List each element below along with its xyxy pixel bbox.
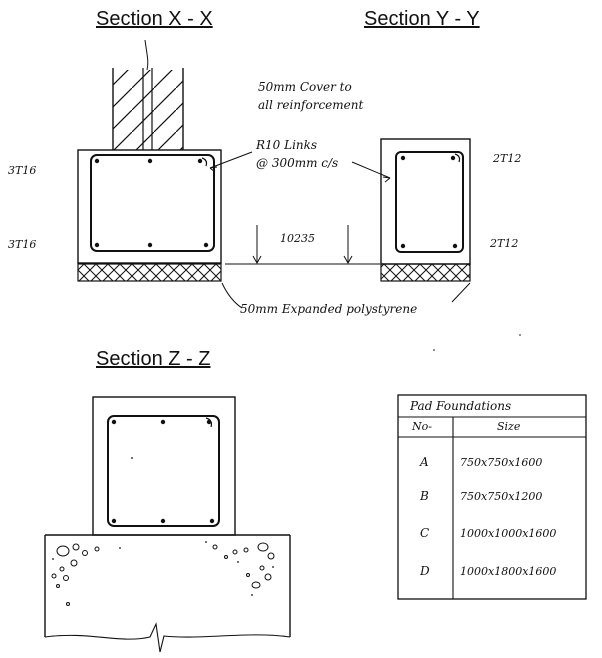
- links-section-z: [107, 415, 220, 527]
- pad-row-b-no: B: [420, 489, 429, 503]
- section-y-drawing: [380, 138, 471, 282]
- section-x-title: Section X - X: [96, 8, 213, 30]
- column-section-z: [92, 396, 236, 536]
- section-x-drawing: [77, 39, 222, 282]
- section-z-title: Section Z - Z: [96, 348, 211, 370]
- cover-note-line1: 50mm Cover to: [258, 80, 352, 94]
- pad-row-c-no: C: [420, 526, 430, 540]
- section-y-title: Section Y - Y: [364, 8, 480, 30]
- polystyrene-leader: [221, 282, 243, 309]
- section-y-top-bars: 2T12: [493, 152, 522, 165]
- pad-row-b-size: 750x750x1200: [460, 490, 543, 503]
- links-note-line1: R10 Links: [256, 138, 318, 152]
- concrete-ground: [44, 534, 291, 653]
- links-leader-y: [351, 161, 391, 179]
- section-z-drawing: [44, 396, 291, 653]
- polystyrene-note: 50mm Expanded polystyrene: [240, 302, 418, 316]
- pad-row-a-size: 750x750x1600: [460, 456, 543, 469]
- level-label: 10235: [280, 232, 315, 245]
- column-section-x: [112, 39, 184, 150]
- links-section-y: [395, 151, 464, 253]
- rebar-dots-section-x: [94, 157, 209, 248]
- pad-row-c-size: 1000x1000x1600: [460, 527, 557, 540]
- section-x-bottom-bars: 3T16: [8, 238, 37, 251]
- base-section-x: [77, 149, 222, 264]
- polystyrene-leader-y: [451, 282, 471, 303]
- section-y-bottom-bars: 2T12: [490, 237, 519, 250]
- pad-table-col-no: No-: [412, 420, 432, 433]
- polystyrene-section-x: [77, 263, 222, 282]
- links-leader: [209, 151, 253, 169]
- cover-note-line2: all reinforcement: [258, 98, 364, 112]
- pad-table-col-size: Size: [497, 420, 521, 433]
- links-note-line2: @ 300mm c/s: [256, 156, 339, 170]
- pad-table-title: Pad Foundations: [410, 399, 512, 413]
- links-section-x: [90, 154, 215, 252]
- pad-table-frame: [397, 394, 587, 600]
- polystyrene-section-y: [380, 263, 471, 282]
- section-x-top-bars: 3T16: [8, 164, 37, 177]
- pad-row-d-no: D: [420, 564, 430, 578]
- level-marker: [225, 225, 380, 265]
- pad-row-a-no: A: [420, 455, 429, 469]
- pad-row-d-size: 1000x1800x1600: [460, 565, 557, 578]
